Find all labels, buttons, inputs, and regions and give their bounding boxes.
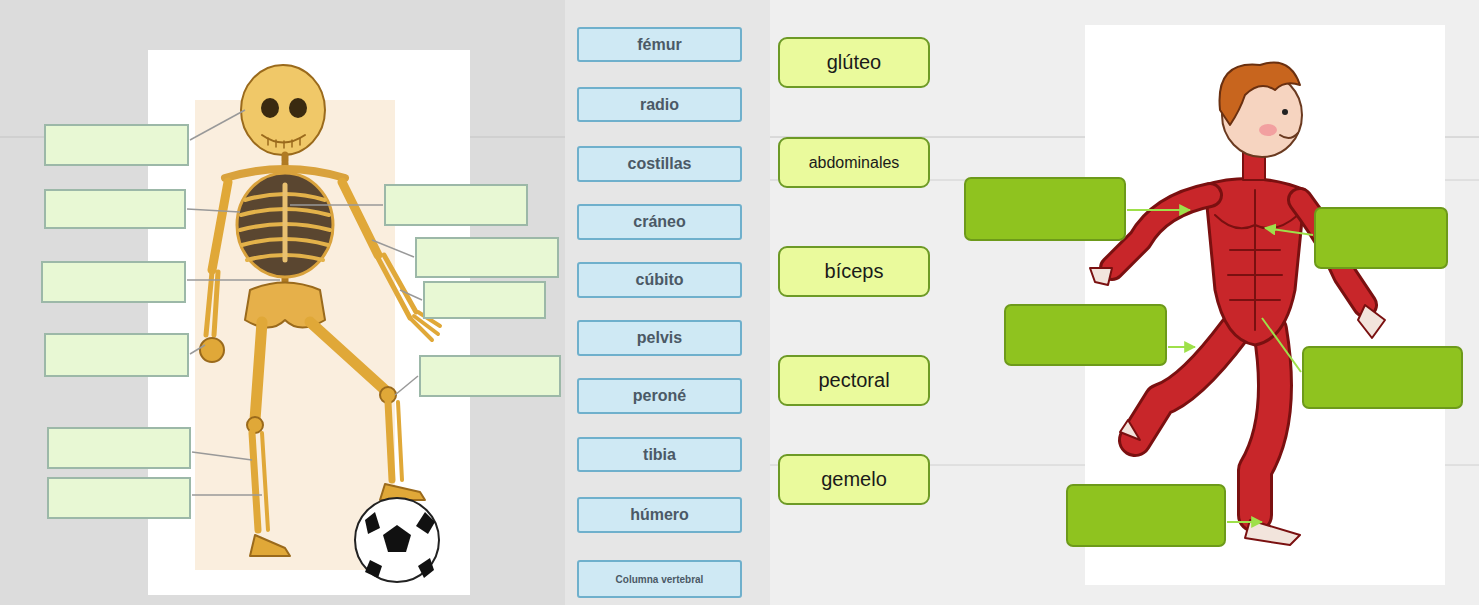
bone-word-box: húmero	[577, 497, 742, 533]
muscle-word-box: glúteo	[778, 37, 930, 88]
soccer-ball	[355, 498, 439, 582]
word-label: radio	[640, 96, 679, 114]
word-label: cúbito	[636, 271, 684, 289]
word-label: fémur	[637, 36, 681, 54]
skeleton-answer-boxes	[42, 125, 560, 518]
word-label: bíceps	[825, 260, 884, 283]
word-label: peroné	[633, 387, 686, 405]
bone-word-box: Columna vertebral	[577, 560, 742, 598]
word-label: pelvis	[637, 329, 682, 347]
muscle-word-box: abdominales	[778, 137, 930, 188]
word-label: húmero	[630, 506, 689, 524]
bone-word-box: fémur	[577, 27, 742, 62]
bone-word-box: radio	[577, 87, 742, 122]
muscle-arrows	[1127, 210, 1313, 522]
muscle-answer-boxes	[965, 178, 1462, 546]
word-label: pectoral	[818, 369, 889, 392]
bone-word-box: cráneo	[577, 204, 742, 240]
muscle-word-box: bíceps	[778, 246, 930, 297]
word-label: tibia	[643, 446, 676, 464]
right-ground	[770, 0, 1479, 605]
word-label: cráneo	[633, 213, 685, 231]
word-column-ground	[565, 0, 770, 605]
muscle-word-box: gemelo	[778, 454, 930, 505]
bone-word-box: peroné	[577, 378, 742, 414]
muscle-word-box: pectoral	[778, 355, 930, 406]
left-ground	[0, 0, 770, 605]
word-label: gemelo	[821, 468, 887, 491]
bone-word-box: cúbito	[577, 262, 742, 298]
bone-word-box: costillas	[577, 146, 742, 182]
word-label: abdominales	[809, 154, 900, 172]
bone-word-box: pelvis	[577, 320, 742, 356]
skeleton-leader-lines	[187, 110, 422, 495]
word-label: glúteo	[827, 51, 882, 74]
bone-word-box: tibia	[577, 437, 742, 472]
muscle-figure	[1090, 63, 1385, 546]
skeleton-panel	[148, 50, 470, 595]
word-label: costillas	[627, 155, 691, 173]
word-label: Columna vertebral	[616, 574, 704, 585]
